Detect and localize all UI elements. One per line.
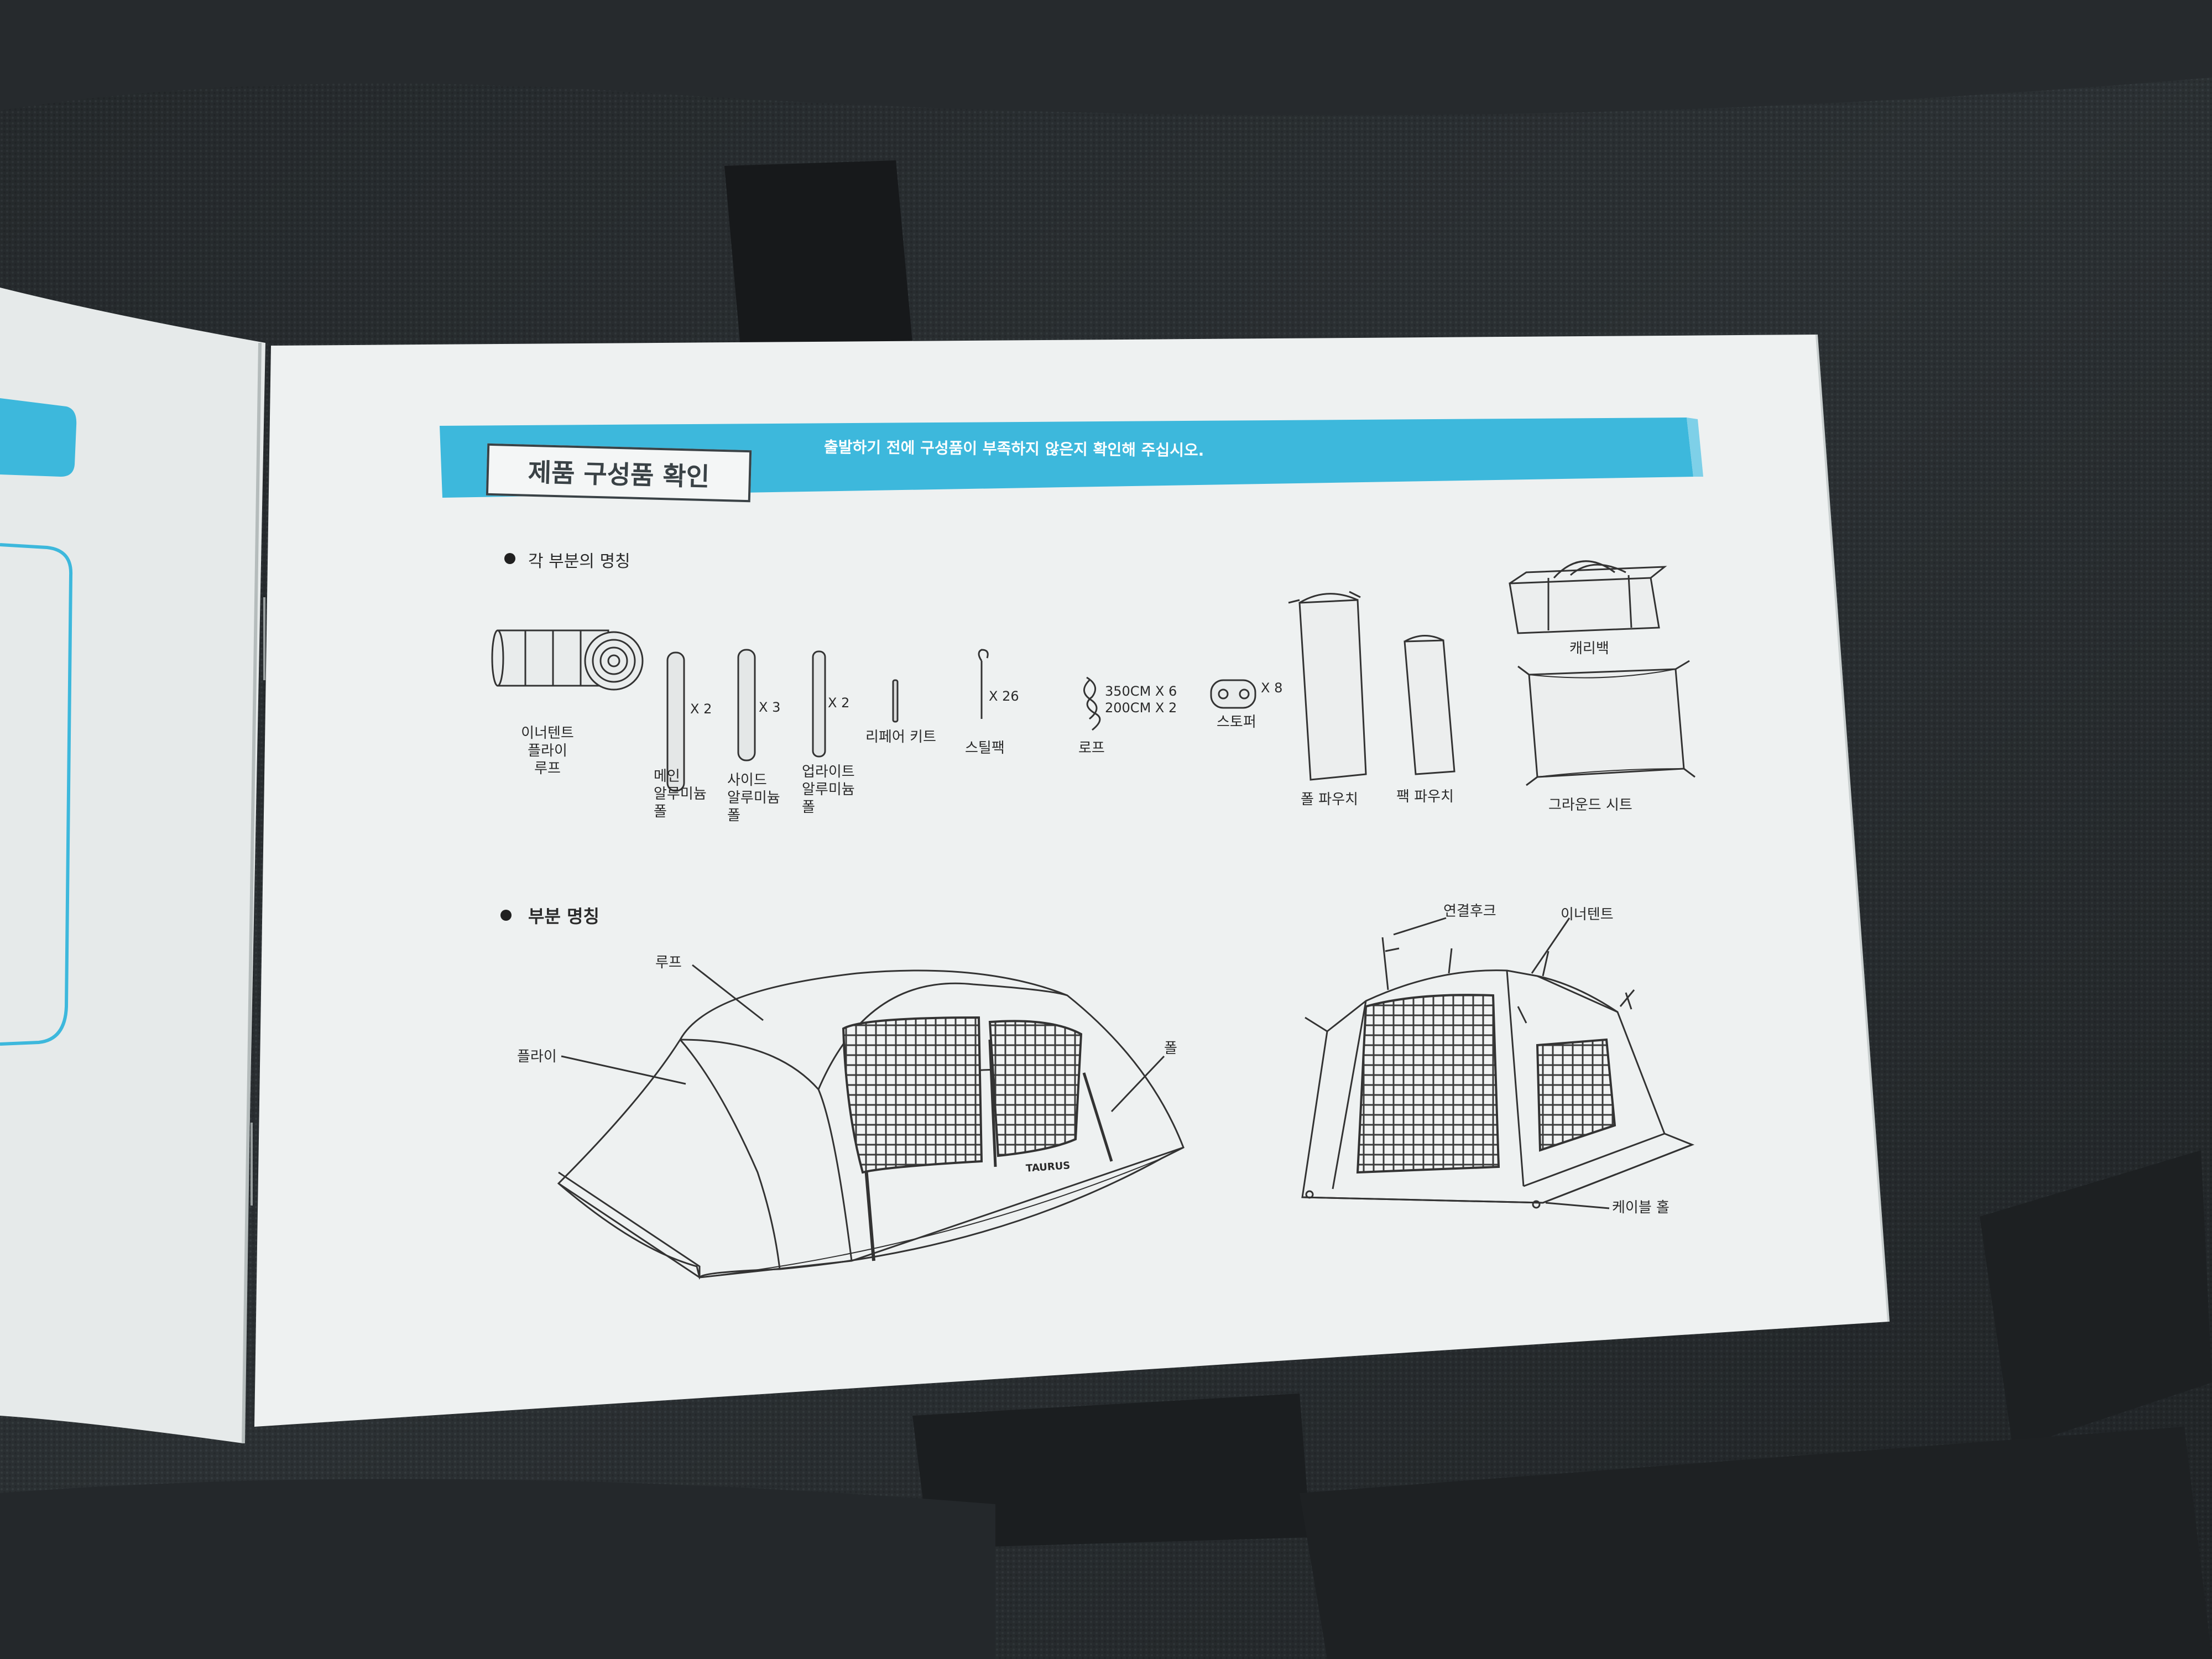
item-side-pole-label: 사이드 알루미늄 폴 xyxy=(727,771,780,825)
stopper-illustration xyxy=(1211,680,1255,708)
repair-kit-illustration xyxy=(893,680,898,722)
item-rope-label: 로프 xyxy=(1078,739,1105,757)
left-page-banner xyxy=(0,398,76,477)
label-inner-tent: 이너텐트 xyxy=(1561,906,1614,924)
item-steel-peg-label: 스틸팩 xyxy=(965,739,1005,757)
section1-heading: 각 부분의 명칭 xyxy=(528,547,630,572)
booklet-right-page xyxy=(254,335,1888,1427)
item-ground-sheet-label: 그라운드 시트 xyxy=(1548,796,1632,814)
item-upright-pole-label: 업라이트 알루미늄 폴 xyxy=(802,763,855,816)
label-connect-hook: 연결후크 xyxy=(1443,902,1496,920)
outer-tent-window-left xyxy=(843,1018,982,1172)
item-pole-pouch-label: 폴 파우치 xyxy=(1301,791,1358,808)
section2-heading: 부분 명칭 xyxy=(528,902,599,928)
outer-tent-window-right xyxy=(990,1021,1081,1156)
item-main-pole-qty: X 2 xyxy=(690,701,712,717)
item-stopper-label: 스토퍼 xyxy=(1217,713,1256,731)
item-steel-peg-qty: X 26 xyxy=(989,688,1019,704)
ground-sheet-illustration xyxy=(1518,661,1695,785)
item-side-pole-qty: X 3 xyxy=(759,700,780,715)
item-main-pole-label: 메인 알루미늄 폴 xyxy=(654,768,707,821)
banner-subtitle: 출발하기 전에 구성품이 부족하지 않은지 확인해 주십시오. xyxy=(824,435,1204,461)
item-tent-label: 이너텐트 플라이 루프 xyxy=(514,724,581,778)
banner-title: 제품 구성품 확인 xyxy=(486,444,752,502)
inner-tent-door-mesh xyxy=(1358,995,1499,1172)
section2-bullet xyxy=(500,910,512,921)
item-carry-bag-label: 캐리백 xyxy=(1569,640,1609,658)
upright-pole-illustration xyxy=(813,651,825,757)
item-stopper-qty: X 8 xyxy=(1261,680,1282,696)
rolled-tent-illustration xyxy=(492,630,643,690)
item-rope-qty: 350CM X 6 200CM X 2 xyxy=(1105,683,1177,716)
label-pole: 폴 xyxy=(1164,1040,1177,1057)
label-cable-hole: 케이블 홀 xyxy=(1612,1199,1670,1217)
item-peg-pouch-label: 팩 파우치 xyxy=(1396,788,1454,806)
item-repair-kit-label: 리페어 키트 xyxy=(865,728,936,746)
side-pole-illustration xyxy=(738,650,755,760)
item-upright-pole-qty: X 2 xyxy=(828,695,849,711)
label-fly: 플라이 xyxy=(517,1048,557,1066)
label-roof: 루프 xyxy=(655,954,682,972)
bag-strap-top xyxy=(724,160,912,354)
section1-bullet xyxy=(504,553,515,564)
